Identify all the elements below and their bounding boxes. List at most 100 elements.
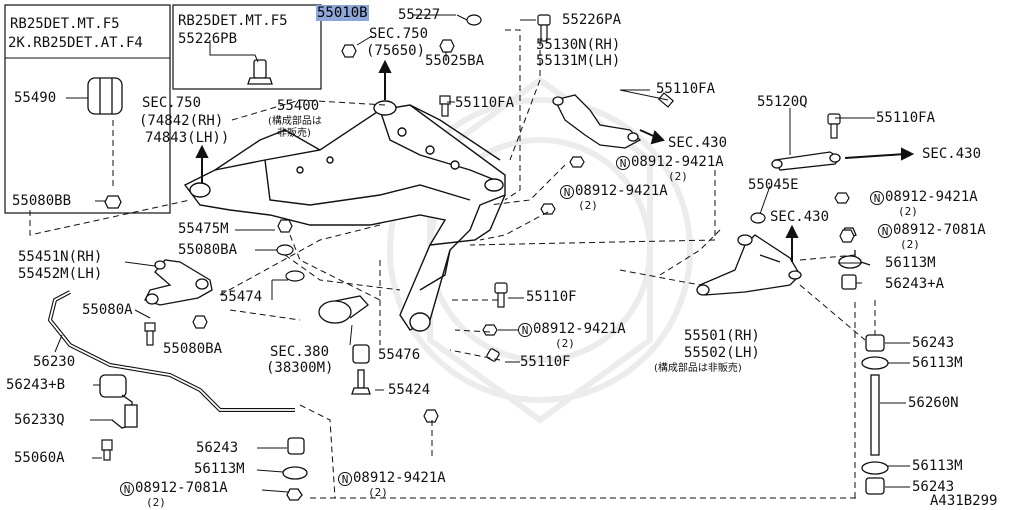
sec-750-top-ref: (75650) [366, 43, 426, 59]
upper-link-55130N [552, 94, 642, 149]
part-55025BA[interactable]: 55025BA [425, 53, 485, 69]
part-55226PA[interactable]: 55226PA [562, 12, 622, 28]
direction-arrows [195, 59, 915, 262]
inset-box-mid [172, 4, 322, 90]
nut-08912-9421A-a-code: 08912-9421A [631, 154, 724, 170]
figure-code: A431B299 [930, 493, 998, 509]
qty-a: (2) [668, 170, 688, 183]
qty-d: (2) [900, 238, 920, 251]
crossmember-55400 [183, 100, 506, 332]
part-56243-c[interactable]: 56243 [196, 440, 239, 456]
lower-arm-55501 [696, 234, 802, 296]
part-55060A[interactable]: 55060A [14, 450, 65, 466]
sec-750-left-ref2: 74843(LH)) [145, 130, 230, 146]
part-56243A[interactable]: 56243+A [885, 276, 945, 292]
sec-750-top[interactable]: SEC.750 [369, 26, 429, 42]
part-55451N[interactable]: 55451N(RH) [18, 249, 103, 265]
dashed-leaders [29, 29, 876, 499]
part-56113M-a[interactable]: 56113M [885, 255, 936, 271]
leader-lines [54, 14, 910, 493]
part-55010B-label: 55010B [316, 5, 369, 21]
part-55130N[interactable]: 55130N(RH) [536, 37, 621, 53]
part-56243-b[interactable]: 56243 [912, 479, 955, 495]
part-55475M[interactable]: 55475M [178, 221, 229, 237]
model-code-3: RB25DET.MT.F5 [178, 13, 288, 29]
part-55120Q[interactable]: 55120Q [757, 94, 808, 110]
nut-08912-7081A-a-code: 08912-7081A [893, 222, 986, 238]
part-55501[interactable]: 55501(RH) [684, 328, 760, 344]
part-55010B[interactable]: 55010B [316, 5, 369, 21]
sec-380-ref: (38300M) [266, 360, 334, 376]
part-55045E[interactable]: 55045E [748, 177, 799, 193]
part-56243B[interactable]: 56243+B [6, 377, 66, 393]
front-arm-55451N [144, 259, 213, 306]
part-55131M[interactable]: 55131M(LH) [536, 53, 621, 69]
sec-750-left-ref1: (74842(RH) [139, 113, 224, 129]
note-not-sold-2: (構成部品は非販売) [654, 363, 742, 374]
qty-f: (2) [368, 486, 388, 499]
qty-e: (2) [555, 337, 575, 350]
part-56113M-b[interactable]: 56113M [912, 355, 963, 371]
n-circle-icon: N [518, 323, 532, 337]
part-55110FA-b[interactable]: 55110FA [656, 81, 716, 97]
part-55226PB[interactable]: 55226PB [178, 31, 238, 47]
model-code-2: 2K.RB25DET.AT.F4 [8, 35, 143, 51]
n-circle-icon: N [338, 472, 352, 486]
part-55110F-b[interactable]: 55110F [520, 354, 571, 370]
part-55227[interactable]: 55227 [398, 7, 441, 23]
qty-b: (2) [578, 199, 598, 212]
part-56113M-c[interactable]: 56113M [912, 458, 963, 474]
stabilizer-bushing [99, 374, 138, 429]
nut-08912-9421A-e-code: 08912-9421A [353, 470, 446, 486]
sec-430-a[interactable]: SEC.430 [668, 135, 728, 151]
sec-750-left[interactable]: SEC.750 [142, 95, 202, 111]
part-55476[interactable]: 55476 [378, 347, 421, 363]
lower-mount-parts [282, 437, 308, 501]
part-56233Q[interactable]: 56233Q [14, 412, 65, 428]
end-link-56260N [838, 227, 889, 495]
part-55474[interactable]: 55474 [220, 289, 263, 305]
part-55452M[interactable]: 55452M(LH) [18, 266, 103, 282]
nut-08912-9421A-c-code: 08912-9421A [885, 189, 978, 205]
part-55400[interactable]: 55400 [277, 98, 320, 114]
note-not-sold-1a: (構成部品は [268, 116, 322, 127]
n-circle-icon: N [870, 191, 884, 205]
n-circle-icon: N [560, 185, 574, 199]
note-not-sold-1b: 非販売) [277, 128, 311, 139]
part-55080BA-a[interactable]: 55080BA [178, 242, 238, 258]
watermark-emblem [387, 76, 693, 424]
nut-08912-9421A-d-code: 08912-9421A [533, 321, 626, 337]
part-55080BA-b[interactable]: 55080BA [163, 341, 223, 357]
part-56243-a[interactable]: 56243 [912, 335, 955, 351]
sec-380[interactable]: SEC.380 [270, 344, 330, 360]
qty-g: (2) [146, 496, 166, 509]
part-55080A[interactable]: 55080A [82, 302, 133, 318]
n-circle-icon: N [120, 482, 134, 496]
part-55490[interactable]: 55490 [14, 90, 57, 106]
part-56113M-d[interactable]: 56113M [194, 461, 245, 477]
n-circle-icon: N [878, 224, 892, 238]
part-55110FA-a[interactable]: 55110FA [455, 95, 515, 111]
nut-08912-9421A-b-code: 08912-9421A [575, 183, 668, 199]
differential-mount-parts [318, 295, 371, 395]
sec-430-c[interactable]: SEC.430 [770, 209, 830, 225]
part-55110F-a[interactable]: 55110F [526, 289, 577, 305]
nut-08912-7081A-b-code: 08912-7081A [135, 480, 228, 496]
sec-430-b[interactable]: SEC.430 [922, 146, 982, 162]
part-55424[interactable]: 55424 [388, 382, 431, 398]
rear-link-55120Q [771, 151, 841, 171]
part-56230[interactable]: 56230 [33, 354, 76, 370]
part-56260N[interactable]: 56260N [908, 395, 959, 411]
part-55080BB[interactable]: 55080BB [12, 193, 72, 209]
part-55110FA-c[interactable]: 55110FA [876, 110, 936, 126]
part-55502[interactable]: 55502(LH) [684, 345, 760, 361]
